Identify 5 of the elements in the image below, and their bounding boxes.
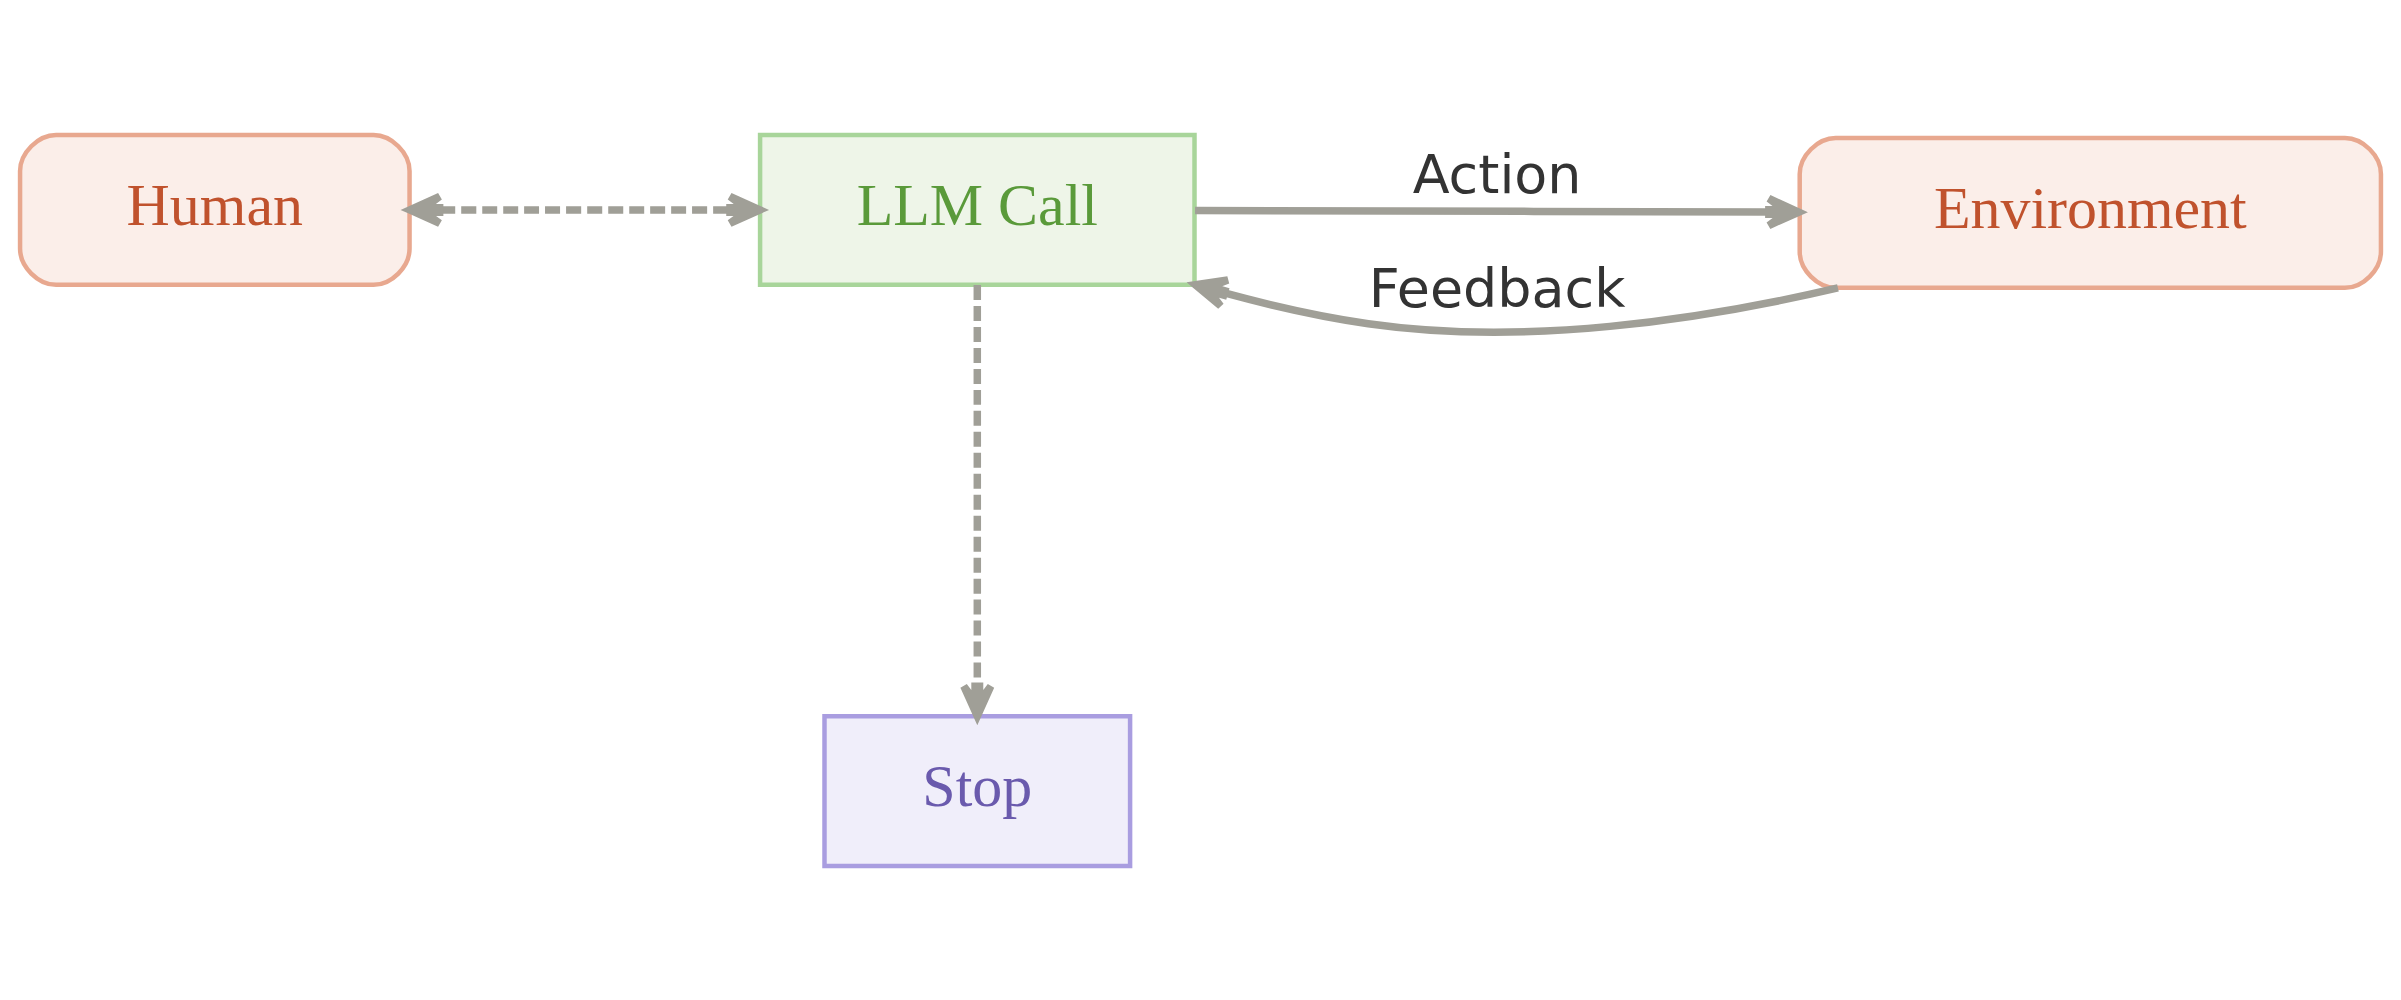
edge-label: Action <box>1412 142 1582 206</box>
node-box: Human <box>17 132 412 287</box>
node-box: Stop <box>822 713 1133 868</box>
node-box: Environment <box>1797 135 2384 290</box>
node-box: LLM Call <box>757 132 1197 287</box>
